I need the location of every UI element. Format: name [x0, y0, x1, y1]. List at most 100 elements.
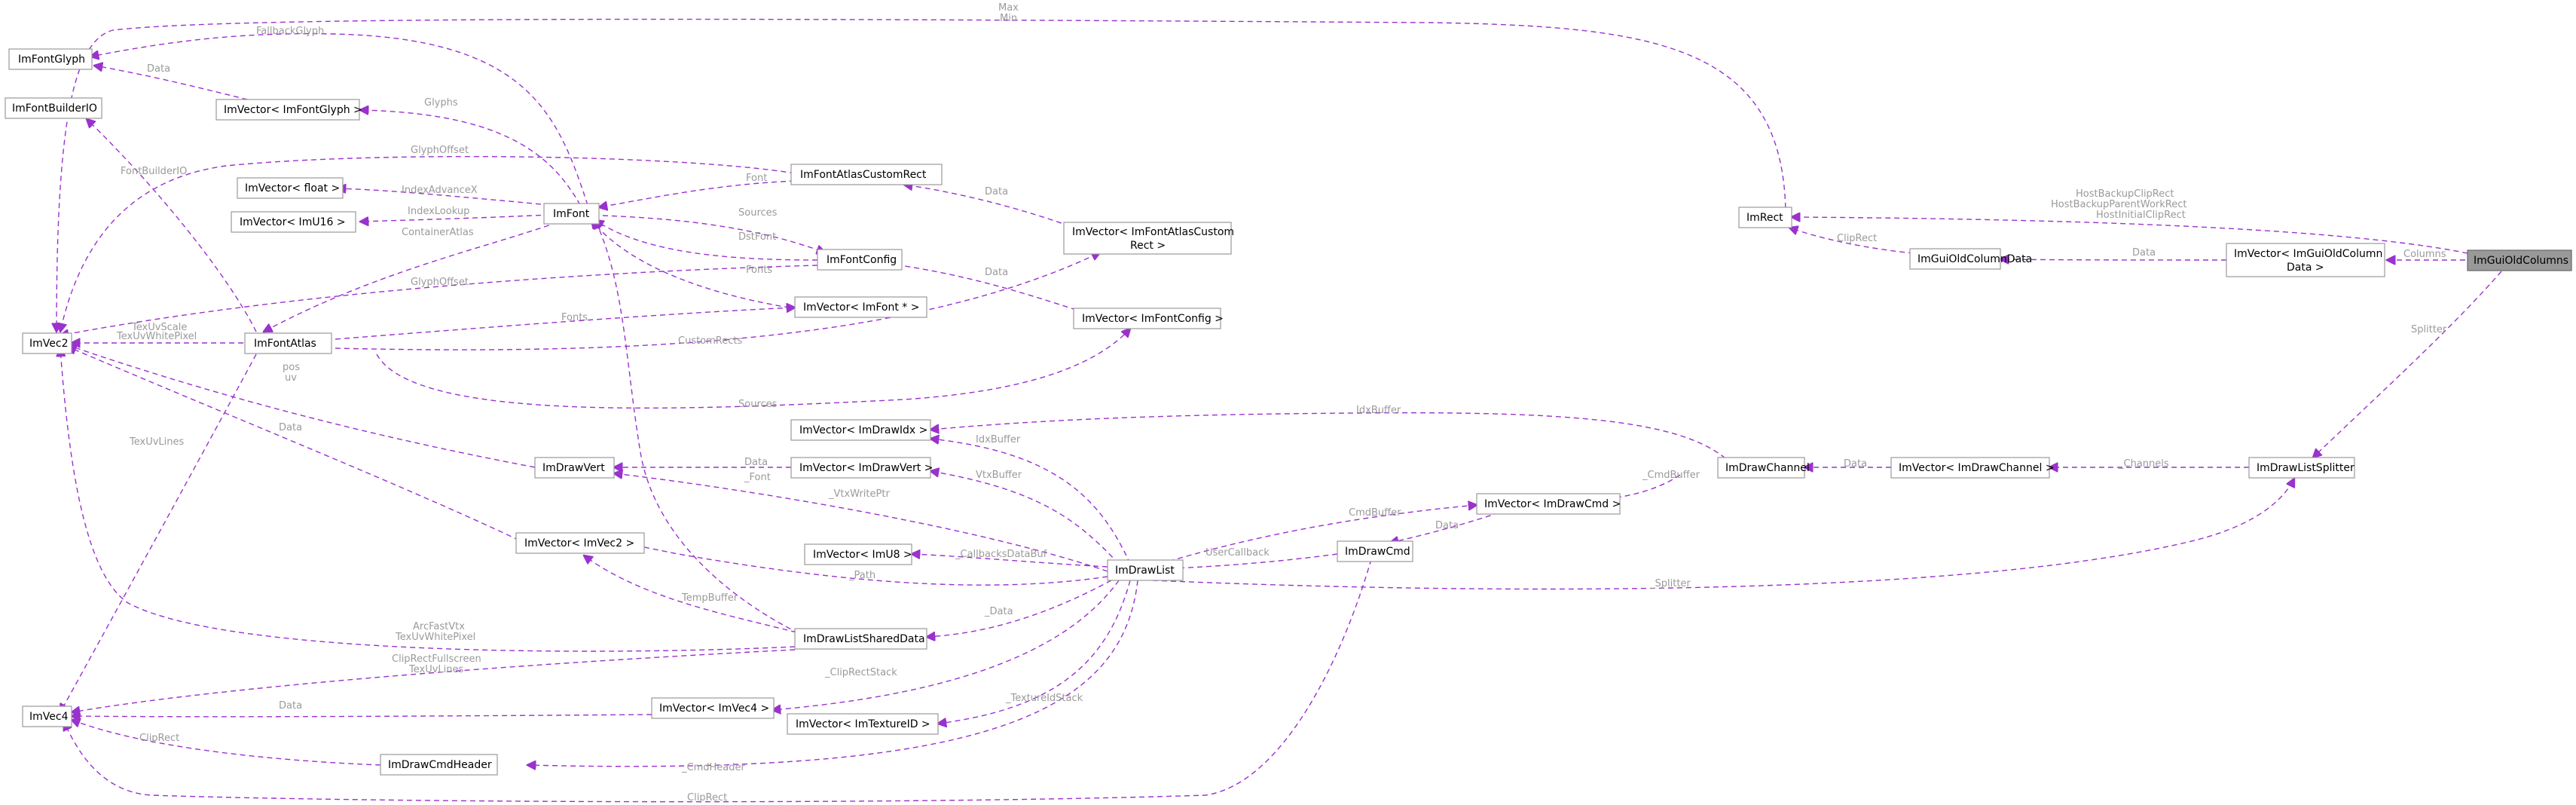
- node-imvector-imguioldcolumndata[interactable]: ImVector< ImGuiOldColumn Data >: [2226, 243, 2385, 277]
- node-imvec2[interactable]: ImVec2: [22, 332, 72, 354]
- edge-drawlist-splitter: [1152, 479, 2294, 590]
- edge-veccolumndata-columndata: [2000, 259, 2227, 260]
- node-imvector-imu8[interactable]: ImVector< ImU8 >: [804, 543, 912, 565]
- label-texuvwhitepixel: TexUvWhitePixel: [116, 331, 197, 342]
- label-cliprect-cmd: ClipRect: [687, 792, 727, 803]
- label-data-vert: Data: [279, 422, 302, 433]
- node-imdrawcmdheader[interactable]: ImDrawCmdHeader: [380, 754, 498, 776]
- edge-shared-imvec2: [60, 348, 796, 652]
- node-imfont[interactable]: ImFont: [543, 203, 600, 225]
- svg-text:ImDrawCmdHeader: ImDrawCmdHeader: [388, 759, 492, 771]
- label-max: Max: [998, 2, 1019, 14]
- node-imguioldcolumns[interactable]: ImGuiOldColumns: [2467, 249, 2572, 271]
- node-imfontatlas[interactable]: ImFontAtlas: [244, 332, 332, 354]
- node-imvector-imdrawidx[interactable]: ImVector< ImDrawIdx >: [790, 419, 931, 441]
- svg-text:ImVec2: ImVec2: [29, 338, 68, 350]
- label-indexadvancex: IndexAdvanceX: [402, 185, 478, 196]
- node-imfontconfig[interactable]: ImFontConfig: [817, 249, 903, 271]
- label-data-fontconfig: Data: [985, 267, 1008, 278]
- node-imvector-imu16[interactable]: ImVector< ImU16 >: [231, 211, 356, 233]
- node-imvector-imvec2[interactable]: ImVector< ImVec2 >: [515, 532, 645, 554]
- edge-columns-splitter: [2313, 271, 2502, 458]
- label-customrects: CustomRects: [678, 335, 742, 347]
- svg-text:ImFontConfig: ImFontConfig: [827, 254, 897, 266]
- label-cliprectfullscreen: ClipRectFullscreen: [392, 653, 481, 665]
- label-cliprectstack: _ClipRectStack: [824, 667, 897, 678]
- svg-text:ImVector< ImFontAtlasCustom: ImVector< ImFontAtlasCustom: [1072, 226, 1234, 238]
- node-imvec4[interactable]: ImVec4: [22, 706, 72, 727]
- node-imfontbuilderio[interactable]: ImFontBuilderIO: [5, 97, 102, 119]
- svg-text:ImVector< ImDrawChannel >: ImVector< ImDrawChannel >: [1899, 462, 2055, 474]
- node-imvector-imfontatlascustomrect[interactable]: ImVector< ImFontAtlasCustom Rect >: [1063, 222, 1234, 255]
- label-sources-atlas: Sources: [738, 399, 778, 410]
- edge-columns-imrect: [1792, 217, 2468, 254]
- edge-drawcmd-drawlist: [1153, 553, 1338, 569]
- label-cmdbuffer-ch: _CmdBuffer: [1642, 470, 1701, 481]
- edge-imfont-atlas: [264, 222, 558, 332]
- label-texuvwhitepixel2: TexUvWhitePixel: [395, 632, 475, 643]
- svg-text:ImFontAtlasCustomRect: ImFontAtlasCustomRect: [800, 169, 927, 181]
- label-uv: uv: [285, 372, 297, 384]
- label-containeratlas: ContainerAtlas: [402, 227, 474, 238]
- node-imvector-imfontptr[interactable]: ImVector< ImFont * >: [794, 296, 927, 318]
- edge-drawcmd-imvec4: [64, 559, 1372, 803]
- node-imrect[interactable]: ImRect: [1738, 207, 1792, 228]
- edge-drawlist-shared: [927, 580, 1112, 637]
- edge-atlas-veccustomrect: [335, 253, 1100, 350]
- svg-text:ImFontAtlas: ImFontAtlas: [254, 338, 316, 350]
- svg-text:ImVector< ImU16 >: ImVector< ImU16 >: [240, 216, 346, 228]
- node-imvector-imdrawcmd[interactable]: ImVector< ImDrawCmd >: [1476, 493, 1621, 515]
- edge-vecvec2-imvec2: [68, 347, 528, 545]
- svg-text:Data >: Data >: [2287, 262, 2324, 274]
- edge-customrect-imfont: [599, 180, 796, 207]
- edge-drawlist-cmdheader: [527, 580, 1138, 767]
- label-fontbuilderio: FontBuilderIO: [121, 166, 187, 177]
- svg-text:ImVector< ImDrawIdx >: ImVector< ImDrawIdx >: [799, 424, 927, 436]
- svg-text:ImGuiOldColumns: ImGuiOldColumns: [2474, 255, 2568, 267]
- label-data-ch: Data: [1844, 458, 1867, 470]
- label-columns: Columns: [2403, 249, 2446, 260]
- edge-drawlist-vecvec4: [772, 580, 1120, 710]
- label-idxbuffer-dl: IdxBuffer: [976, 434, 1021, 445]
- edge-vecfontptr-imfont: [591, 220, 799, 310]
- node-imvector-imfontconfig[interactable]: ImVector< ImFontConfig >: [1073, 308, 1224, 329]
- svg-text:ImVector< float >: ImVector< float >: [245, 182, 340, 194]
- edge-drawvert-imvec2: [68, 345, 536, 468]
- svg-text:ImVector< ImVec4 >: ImVector< ImVec4 >: [659, 702, 769, 715]
- label-texuvscale: TexUvScale: [131, 322, 187, 333]
- edge-imfont-imfontglyph: [90, 32, 588, 206]
- edge-vecdrawcmd-drawcmd: [1390, 512, 1500, 543]
- svg-text:ImVec4: ImVec4: [29, 711, 69, 723]
- node-imvector-imdrawvert[interactable]: ImVector< ImDrawVert >: [790, 457, 933, 479]
- node-imdrawcmd[interactable]: ImDrawCmd: [1337, 540, 1413, 562]
- label-glyphoffset-cfg: GlyphOffset: [411, 277, 469, 288]
- svg-text:ImVector< ImTextureID >: ImVector< ImTextureID >: [796, 718, 930, 730]
- edge-atlas-vecfontconfig: [376, 329, 1130, 409]
- node-imguioldcolumndata[interactable]: ImGuiOldColumnData: [1909, 248, 2032, 270]
- label-fallbackglyph: FallbackGlyph: [256, 26, 324, 37]
- svg-text:ImFontGlyph: ImFontGlyph: [18, 54, 85, 66]
- node-imfontatlascustomrect[interactable]: ImFontAtlasCustomRect: [790, 164, 943, 185]
- node-imfontglyph[interactable]: ImFontGlyph: [8, 48, 93, 70]
- edge-veccustomrect-customrect: [904, 185, 1071, 227]
- node-imvector-imvec4[interactable]: ImVector< ImVec4 >: [651, 697, 775, 719]
- node-imdrawchannel[interactable]: ImDrawChannel: [1717, 457, 1810, 479]
- label-data-shared: _Data: [984, 606, 1013, 617]
- svg-text:ImVector< ImDrawVert >: ImVector< ImDrawVert >: [799, 462, 933, 474]
- label-path: _Path: [848, 570, 875, 581]
- label-pos: pos: [283, 362, 300, 373]
- label-data-glyph: Data: [147, 63, 170, 75]
- node-imvector-imtextureid[interactable]: ImVector< ImTextureID >: [787, 713, 939, 735]
- label-min: Min: [1000, 13, 1017, 24]
- label-splitter-dl: _Splitter: [1649, 578, 1691, 589]
- node-imdrawvert[interactable]: ImDrawVert: [534, 457, 615, 479]
- node-imdrawlistshareddata[interactable]: ImDrawListSharedData: [794, 628, 927, 650]
- node-imvector-float[interactable]: ImVector< float >: [237, 177, 344, 199]
- node-imvector-imfontglyph[interactable]: ImVector< ImFontGlyph >: [215, 99, 362, 121]
- node-imdrawlistsplitter[interactable]: ImDrawListSplitter: [2248, 457, 2355, 479]
- node-imvector-imdrawchannel[interactable]: ImVector< ImDrawChannel >: [1890, 457, 2055, 479]
- node-imdrawlist[interactable]: ImDrawList: [1107, 559, 1184, 581]
- label-data-vec4: Data: [279, 700, 302, 712]
- svg-text:ImFontBuilderIO: ImFontBuilderIO: [12, 103, 97, 115]
- edges: [57, 18, 2502, 803]
